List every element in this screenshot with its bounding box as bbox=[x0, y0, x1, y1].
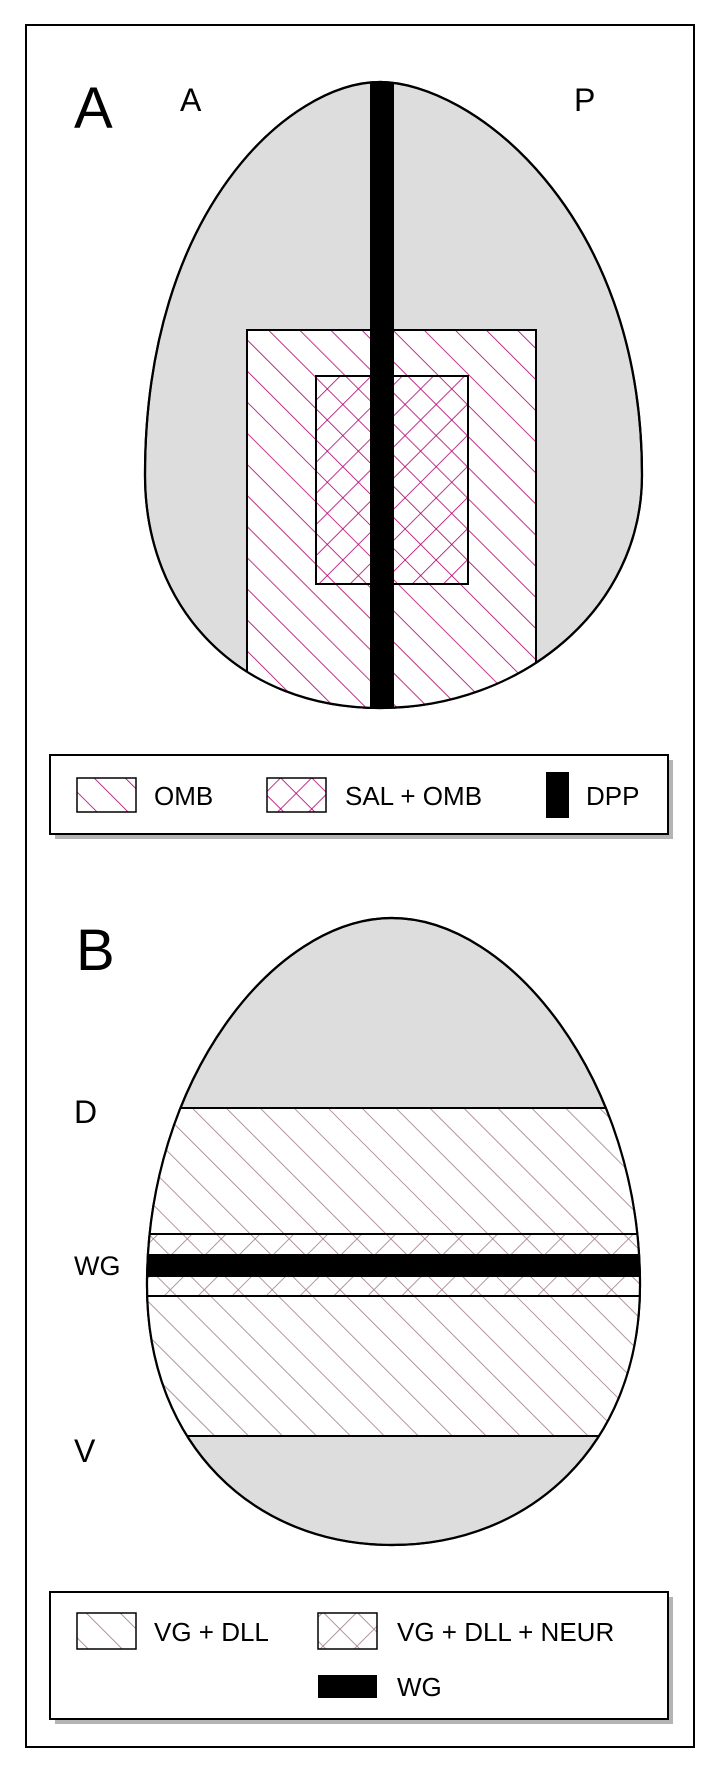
legend-label: WG bbox=[397, 1672, 442, 1702]
legend-item-vg-dll-neur: VG + DLL + NEUR bbox=[317, 1612, 614, 1650]
legend-label: OMB bbox=[154, 781, 213, 811]
vg-dll-dorsal-band bbox=[147, 1107, 640, 1235]
legend-a: OMB SAL + OMB DPP bbox=[49, 754, 673, 839]
single-hatch-swatch bbox=[76, 1612, 137, 1650]
axis-label-ventral: V bbox=[74, 1433, 96, 1469]
axis-label-wg: WG bbox=[74, 1251, 121, 1281]
single-hatch-swatch bbox=[76, 777, 137, 813]
cross-hatch-swatch bbox=[317, 1612, 378, 1650]
panel-a-letter: A bbox=[74, 76, 113, 141]
legend-label: DPP bbox=[586, 781, 639, 811]
legend-b: VG + DLL VG + DLL + NEUR WG bbox=[49, 1591, 673, 1724]
axis-label-posterior: P bbox=[574, 82, 595, 118]
panel-b: B D WG V bbox=[49, 916, 673, 1724]
legend-item-dpp: DPP bbox=[546, 772, 639, 818]
solid-bar-swatch bbox=[318, 1675, 377, 1698]
legend-label: VG + DLL + NEUR bbox=[397, 1617, 614, 1647]
axis-label-dorsal: D bbox=[74, 1094, 97, 1130]
vg-dll-ventral-band bbox=[147, 1295, 640, 1437]
legend-item-wg: WG bbox=[318, 1672, 442, 1702]
panel-a: A A P OMB bbox=[49, 76, 673, 839]
dpp-stripe bbox=[370, 82, 394, 708]
legend-label: SAL + OMB bbox=[345, 781, 482, 811]
legend-item-omb: OMB bbox=[76, 777, 213, 813]
legend-label: VG + DLL bbox=[154, 1617, 269, 1647]
axis-label-anterior: A bbox=[180, 82, 202, 118]
wg-stripe bbox=[147, 1254, 640, 1277]
cross-hatch-swatch bbox=[266, 777, 327, 813]
solid-bar-swatch bbox=[546, 772, 569, 818]
panel-b-letter: B bbox=[76, 918, 115, 983]
legend-item-vg-dll: VG + DLL bbox=[76, 1612, 269, 1650]
legend-item-sal-omb: SAL + OMB bbox=[266, 777, 482, 813]
